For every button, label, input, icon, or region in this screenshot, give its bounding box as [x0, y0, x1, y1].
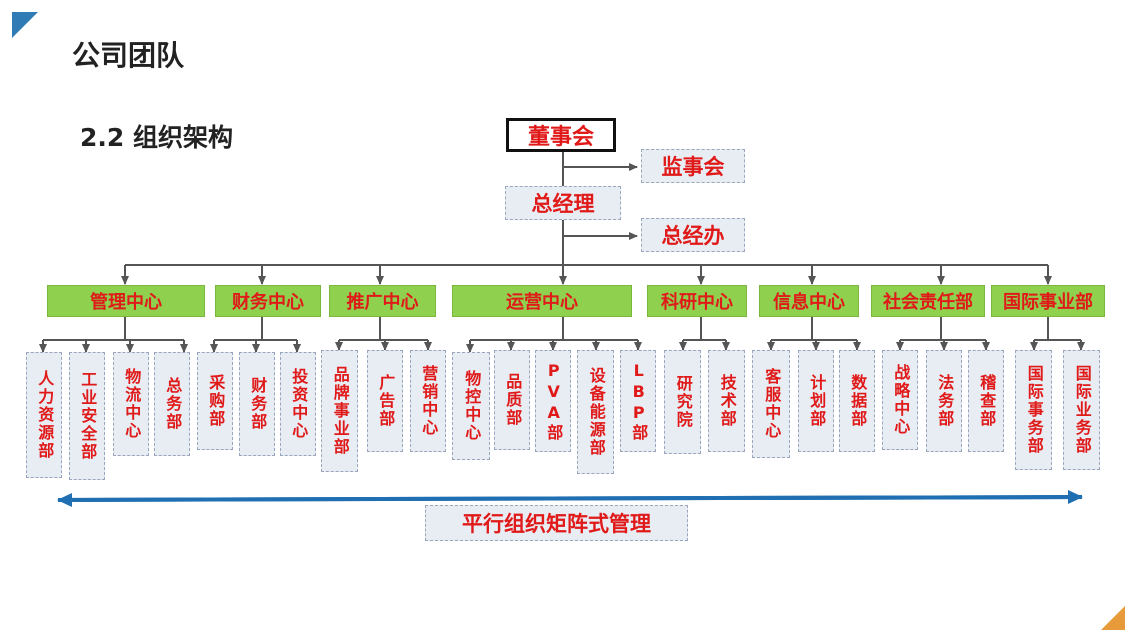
- matrix-management-banner: 平行组织矩阵式管理: [425, 505, 688, 541]
- dept-quality: 品质部: [494, 350, 530, 450]
- center-promotion: 推广中心: [329, 285, 436, 317]
- dept-strategy: 战略中心: [882, 350, 918, 450]
- center-information: 信息中心: [759, 285, 859, 317]
- dept-logistics: 物流中心: [113, 352, 149, 456]
- dept-equipment-energy: 设备能源部: [577, 350, 614, 474]
- dept-international-affairs: 国际事务部: [1015, 350, 1052, 470]
- center-research: 科研中心: [647, 285, 747, 317]
- dept-research-institute: 研究院: [664, 350, 701, 454]
- dept-planning: 计划部: [798, 350, 834, 452]
- dept-material-control: 物控中心: [452, 352, 490, 460]
- dept-pva: PVA部: [535, 350, 571, 452]
- dept-advertising: 广告部: [367, 350, 403, 452]
- dept-procurement: 采购部: [197, 352, 233, 450]
- gm-office-box: 总经办: [641, 218, 745, 252]
- dept-technology: 技术部: [708, 350, 745, 452]
- corner-decoration-top-left: [12, 12, 38, 38]
- center-social-responsibility: 社会责任部: [871, 285, 985, 317]
- dept-industrial-safety: 工业安全部: [69, 352, 105, 480]
- center-finance: 财务中心: [215, 285, 321, 317]
- dept-data: 数据部: [839, 350, 875, 452]
- dept-human-resources: 人力资源部: [26, 352, 62, 478]
- supervisory-board-box: 监事会: [641, 149, 745, 183]
- general-manager-box: 总经理: [505, 186, 621, 220]
- section-title: 2.2 组织架构: [80, 123, 233, 152]
- center-management: 管理中心: [47, 285, 205, 317]
- dept-marketing: 营销中心: [410, 350, 446, 452]
- dept-brand-business: 品牌事业部: [321, 350, 358, 472]
- center-operations: 运营中心: [452, 285, 632, 317]
- board-of-directors-box: 董事会: [506, 118, 616, 152]
- dept-general-affairs: 总务部: [154, 352, 190, 456]
- dept-legal: 法务部: [926, 350, 962, 452]
- dept-finance: 财务部: [239, 352, 275, 456]
- dept-customer-service: 客服中心: [752, 350, 790, 458]
- dept-audit: 稽查部: [968, 350, 1004, 452]
- dept-international-business: 国际业务部: [1063, 350, 1100, 470]
- dept-lbp: LBP部: [620, 350, 656, 452]
- corner-decoration-bottom-right: [1101, 606, 1125, 630]
- dept-investment: 投资中心: [280, 352, 316, 456]
- center-international: 国际事业部: [991, 285, 1105, 317]
- page-title: 公司团队: [72, 39, 185, 72]
